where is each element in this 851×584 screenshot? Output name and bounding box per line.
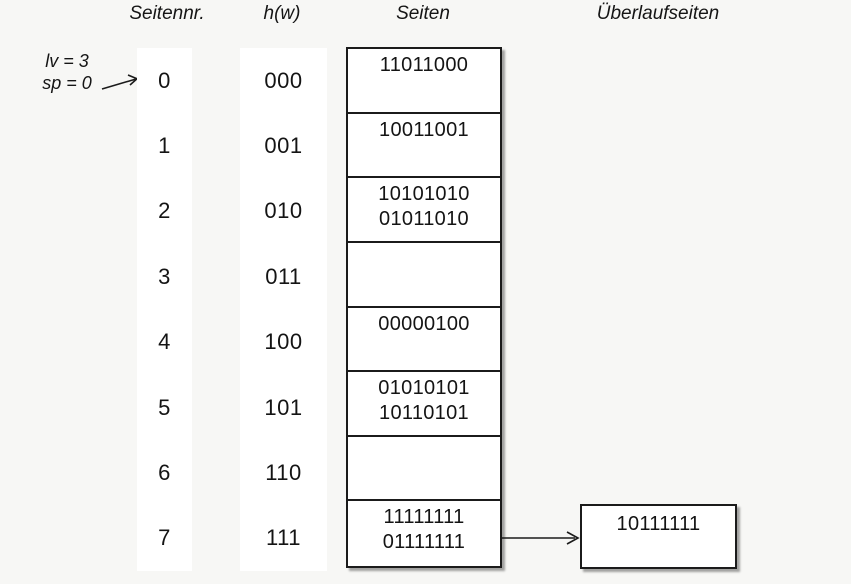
bucket-row: 00000100	[348, 308, 500, 373]
bucket-row: 01010101 10110101	[348, 372, 500, 437]
level-value: lv = 3	[45, 51, 89, 71]
bucket-entry: 10101010	[378, 183, 470, 206]
bucket-entry	[348, 78, 500, 103]
bucket-row	[348, 437, 500, 502]
bucket-entry: 01111111	[382, 531, 466, 554]
bucket-entry: 11111111	[383, 506, 465, 529]
overflow-entry: 10111111	[616, 513, 701, 535]
bucket-entry: 00000100	[378, 312, 470, 335]
header-pages: Seiten	[396, 3, 450, 24]
hash-value: 011	[265, 263, 302, 289]
page-number: 2	[158, 198, 171, 224]
bucket-row: 10101010 01011010	[348, 178, 500, 243]
bucket-row: 11011000	[348, 49, 500, 114]
hash-value: 110	[265, 459, 302, 485]
page-number: 7	[158, 525, 171, 551]
bucket-entry: 01011010	[379, 208, 469, 231]
page-number-column-band	[137, 48, 192, 571]
page-number: 1	[158, 133, 171, 159]
bucket-entry	[348, 441, 500, 466]
bucket-entry	[348, 337, 500, 362]
hash-column-band	[240, 48, 327, 571]
hash-value: 001	[264, 133, 303, 159]
overflow-page-box: 10111111	[580, 504, 737, 569]
hash-value: 111	[266, 525, 301, 551]
hash-value-column: 000 001 010 011 100 101 110 111	[240, 48, 327, 571]
overflow-link-arrow-icon	[501, 531, 580, 545]
hash-value: 101	[264, 394, 303, 420]
bucket-entry: 11011000	[379, 54, 469, 76]
page-number: 4	[158, 329, 171, 355]
split-pointer-value: sp = 0	[42, 73, 92, 93]
state-annotation: lv = 3 sp = 0	[33, 50, 101, 94]
bucket-row	[348, 243, 500, 308]
page-number-column: 0 1 2 3 4 5 6 7	[137, 48, 192, 571]
header-hash-function: h(w)	[263, 3, 301, 24]
bucket-row: 10011001	[348, 114, 500, 179]
bucket-entry	[348, 247, 500, 272]
page-number: 5	[158, 394, 171, 420]
bucket-row: 11111111 01111111	[348, 501, 500, 566]
bucket-entry: 10011001	[379, 118, 469, 141]
hash-value: 000	[264, 67, 303, 93]
header-overflow-pages: Überlaufseiten	[596, 3, 720, 24]
hash-value: 100	[264, 329, 303, 355]
page-number: 6	[158, 459, 171, 485]
page-number: 0	[158, 67, 171, 93]
bucket-entry	[348, 466, 500, 491]
bucket-entry	[348, 272, 500, 297]
bucket-entry: 01010101	[378, 377, 470, 400]
bucket-entry	[348, 143, 500, 168]
header-page-number: Seitennr.	[129, 3, 205, 24]
bucket-entry: 10110101	[379, 402, 469, 425]
split-pointer-arrow-icon	[101, 74, 139, 90]
pages-box: 11011000 10011001 10101010 01011010 0000…	[346, 47, 502, 568]
page-number: 3	[158, 263, 171, 289]
hash-value: 010	[264, 198, 303, 224]
